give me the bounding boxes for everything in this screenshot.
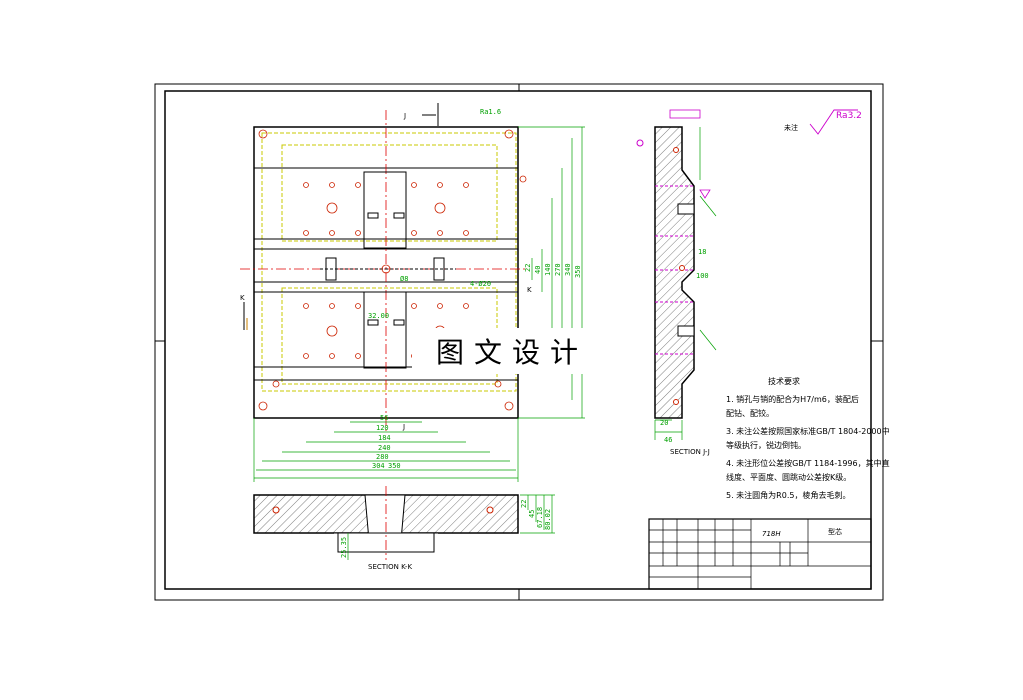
- hole-callout: 4-Ø20: [470, 280, 491, 288]
- tech-req-line-4: 等级执行，锐边倒钝。: [726, 440, 806, 450]
- section-k-view: 22 45 67.18 80.02 25.35 SECTION K-K: [253, 486, 555, 571]
- dim-right-4: 270: [554, 263, 562, 276]
- dim-bottom-6: 304: [372, 462, 385, 470]
- section-mark-k: K: [240, 294, 245, 302]
- section-j-view: 20 46 18 100 SECTION J-J: [636, 109, 717, 456]
- dim-bottom-1: 56: [380, 414, 388, 422]
- dim-right-3: 140: [544, 263, 552, 276]
- section-mark-j-bottom: J: [402, 423, 405, 431]
- title-block: [648, 518, 872, 590]
- title-block-material: 718H: [762, 530, 781, 538]
- section-k-dim-4: 80.02: [544, 509, 552, 530]
- tech-req-line-5: 4. 未注形位公差按GB/T 1184-1996，其中直: [726, 458, 890, 468]
- section-mark-k-right: K: [527, 286, 532, 294]
- section-k-dim-3: 67.18: [536, 507, 544, 528]
- tech-req-line-2: 配钻、配铰。: [726, 408, 774, 418]
- section-k-dim-left: 25.35: [340, 537, 348, 558]
- tech-req-line-3: 3. 未注公差按照国家标准GB/T 1804-2000中: [726, 426, 890, 436]
- tech-req-line-1: 1. 销孔与销的配合为H7/m6，装配后: [726, 394, 859, 404]
- section-j-dim-left-1: 18: [698, 248, 706, 256]
- center-dim: Ø8: [400, 275, 408, 283]
- dim-bottom-7: 350: [388, 462, 401, 470]
- section-k-dim-2: 45: [528, 510, 536, 518]
- section-j-dim-bottom-2: 46: [664, 436, 672, 444]
- section-j-label: SECTION J-J: [670, 448, 710, 456]
- small-dim: 32.00: [368, 312, 389, 320]
- section-k-label: SECTION K-K: [368, 563, 412, 571]
- dim-right-2: 40: [534, 266, 542, 274]
- section-j-dim-bottom-1: 20: [660, 419, 668, 427]
- dim-bottom-2: 120: [376, 424, 389, 432]
- section-j-dim-left-2: 100: [696, 272, 709, 280]
- main-plan-view: J J K K Ra1.6 4-Ø20 Ø8 32.00 56 120 184 …: [240, 103, 585, 482]
- title-block-part-name: 型芯: [828, 527, 842, 536]
- watermark-overlay: 图文设计: [412, 328, 612, 374]
- dim-bottom-3: 184: [378, 434, 391, 442]
- tech-req-line-6: 线度、平面度、圆跳动公差按K级。: [726, 472, 851, 482]
- drawing-frame: [154, 83, 884, 601]
- tech-requirements: 技术要求 1. 销孔与销的配合为H7/m6，装配后 配钻、配铰。 3. 未注公差…: [726, 376, 890, 500]
- surface-note-value: Ra3.2: [836, 111, 862, 121]
- dim-bottom-4: 240: [378, 444, 391, 452]
- surface-roughness-note: 未注 Ra3.2: [784, 109, 862, 135]
- surface-note-text: 未注: [784, 123, 798, 132]
- section-k-dim-1: 22: [520, 500, 528, 508]
- dim-right-5: 340: [564, 263, 572, 276]
- dim-bottom-5: 280: [376, 453, 389, 461]
- tech-req-line-7: 5. 未注圆角为R0.5，棱角去毛刺。: [726, 490, 850, 500]
- section-mark-j: J: [403, 112, 406, 120]
- roughness-symbol-top: Ra1.6: [480, 108, 501, 116]
- dim-right-6: 350: [574, 265, 582, 278]
- dim-right-1: 22: [524, 264, 532, 272]
- tech-req-title: 技术要求: [768, 376, 800, 386]
